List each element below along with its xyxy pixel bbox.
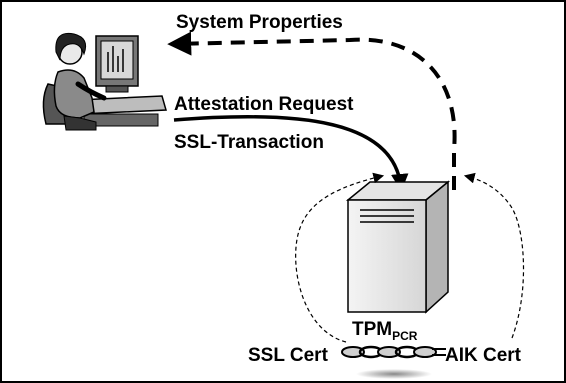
ssl-transaction-label: SSL-Transaction [174, 132, 324, 153]
aik-cert-label: AIK Cert [445, 345, 522, 366]
ssl-cert-label: SSL Cert [248, 345, 328, 366]
user-at-computer-icon [42, 32, 167, 131]
attestation-request-arrow [173, 114, 409, 192]
attestation-request-label: Attestation Request [174, 94, 354, 115]
server-icon [345, 180, 451, 314]
chain-icon [341, 345, 446, 379]
tpm-pcr-label: TPMPCR [352, 320, 417, 342]
system-properties-label: System Properties [176, 12, 343, 33]
pcr-subscript: PCR [392, 329, 418, 343]
ssl-cert-dotted-arrow [295, 172, 385, 343]
system-properties-arrow [167, 31, 457, 190]
aik-cert-dotted-arrow [463, 172, 525, 339]
tpm-label: TPM [352, 319, 393, 340]
